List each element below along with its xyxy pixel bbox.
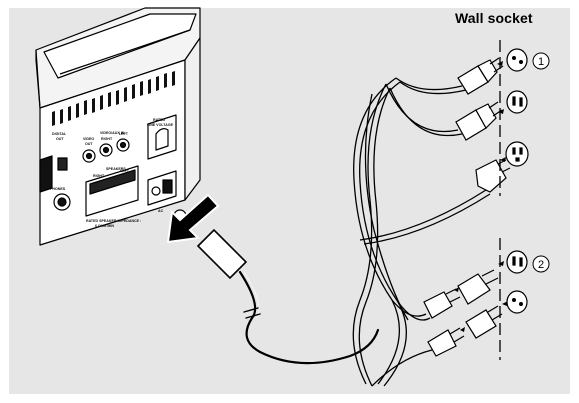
- audio-unit: [35, 7, 201, 246]
- label-speakers-left: LEFT: [120, 169, 130, 173]
- callout-2-number: 2: [538, 259, 544, 271]
- plug-3-adapter: [475, 159, 511, 193]
- label-ohm: 6 OHM MIN: [95, 224, 114, 228]
- insert-arrow: [166, 193, 220, 244]
- socket-2: [506, 90, 528, 114]
- plug-2: [455, 101, 503, 141]
- label-speakers-right: RIGHT: [93, 174, 105, 178]
- label-speakers: SPEAKERS: [106, 167, 126, 171]
- power-cord: [196, 228, 380, 365]
- plug-4: [423, 269, 499, 319]
- label-digital-out: DIGITAL: [52, 132, 67, 136]
- label-video-out: VIDEO: [83, 137, 94, 141]
- plug-5: [427, 305, 503, 357]
- socket-3: [505, 141, 529, 167]
- speaker-terminals: [89, 169, 136, 195]
- device-labels: DIGITAL OUT VIDEO OUT VIDEO/AUX IN RIGHT…: [50, 118, 174, 228]
- plug-cords: [359, 77, 491, 387]
- callout-2: 2: [532, 255, 550, 273]
- voltage-selector: [155, 128, 169, 151]
- callout-1: 1: [532, 52, 550, 70]
- label-right: RIGHT: [101, 137, 113, 141]
- plug-1: [457, 57, 504, 95]
- socket-4: [506, 250, 528, 274]
- socket-5: [506, 290, 528, 314]
- label-video-out-2: OUT: [85, 142, 93, 146]
- vent-slots: [52, 71, 175, 126]
- label-phones: PHONES: [50, 187, 66, 191]
- label-digital-out-2: OUT: [56, 137, 64, 141]
- socket-1: [506, 48, 528, 72]
- wall-socket-title: Wall socket: [455, 10, 533, 26]
- label-video-aux-in: VIDEO/AUX IN: [100, 131, 125, 135]
- digital-out-jack: [57, 157, 68, 171]
- cable-bundle: [352, 77, 409, 387]
- label-impedance: RATED SPEAKER IMPEDANCE :: [86, 219, 141, 223]
- label-ac: AC: [158, 209, 164, 213]
- callout-1-number: 1: [538, 56, 544, 68]
- rca-jacks: [82, 138, 130, 163]
- label-left: LEFT: [119, 132, 129, 136]
- label-line-voltage: LINE VOLTAGE: [147, 123, 174, 127]
- label-rated: RATED: [153, 118, 166, 122]
